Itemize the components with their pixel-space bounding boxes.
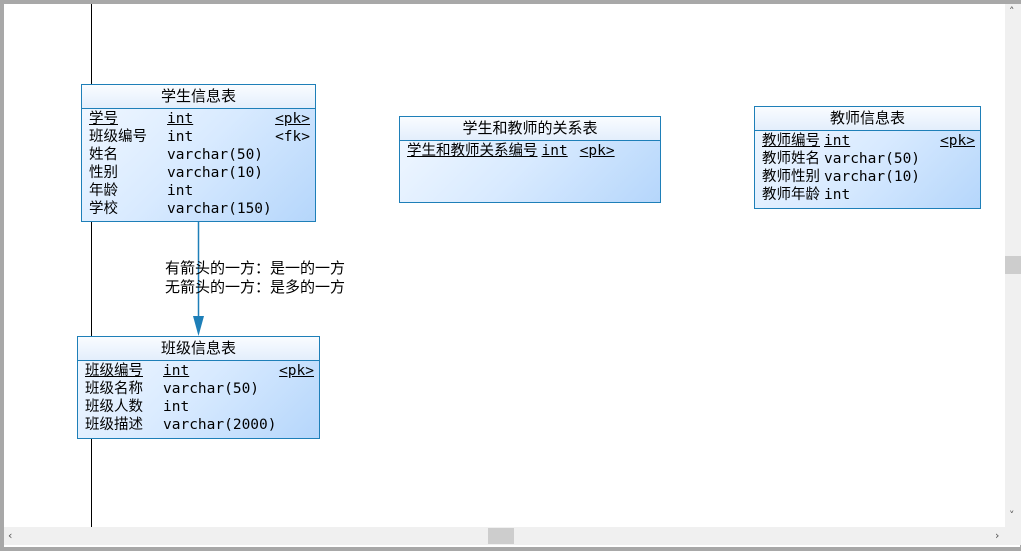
column-name: 学号 — [89, 111, 118, 127]
page-boundary-line — [91, 4, 92, 527]
scroll-right-icon[interactable]: › — [995, 529, 1000, 542]
vertical-scroll-thumb[interactable] — [1005, 256, 1021, 274]
column-row[interactable]: 班级描述 varchar(2000) — [85, 416, 314, 434]
column-row[interactable]: 班级名称 varchar(50) — [85, 380, 314, 398]
column-type: varchar(10) — [167, 165, 264, 181]
column-key — [969, 150, 975, 168]
column-type: int — [824, 187, 851, 203]
column-row[interactable]: 性别 varchar(10) — [89, 164, 310, 182]
column-type: int — [824, 133, 851, 149]
column-name: 年龄 — [89, 183, 118, 199]
column-key: <fk> — [275, 129, 310, 145]
arrowhead-icon — [193, 316, 204, 336]
column-name: 学校 — [89, 201, 118, 217]
table-title: 学生信息表 — [82, 85, 315, 109]
scroll-down-icon[interactable]: ˅ — [1009, 509, 1015, 522]
column-name: 班级名称 — [85, 381, 143, 397]
column-key — [308, 416, 314, 434]
column-name: 班级编号 — [89, 129, 147, 145]
column-row[interactable]: 学号 int <pk> — [89, 110, 310, 128]
note-arrow-side: 有箭头的一方：是一的一方 — [165, 259, 346, 277]
column-name: 性别 — [89, 165, 118, 181]
column-row[interactable]: 年龄 int — [89, 182, 310, 200]
column-key — [304, 164, 310, 182]
column-key — [308, 398, 314, 416]
column-name: 教师性别 — [762, 169, 820, 185]
column-name: 教师编号 — [762, 133, 820, 149]
note-no-arrow-side: 无箭头的一方：是多的一方 — [165, 278, 346, 296]
table-title: 学生和教师的关系表 — [400, 117, 660, 141]
scroll-up-icon[interactable]: ˄ — [1009, 5, 1015, 18]
table-title: 教师信息表 — [755, 107, 980, 131]
column-key — [304, 182, 310, 200]
column-key — [308, 380, 314, 398]
column-row[interactable]: 班级编号 int <fk> — [89, 128, 310, 146]
column-key: <pk> — [275, 111, 310, 127]
scrollbar-corner — [1005, 527, 1021, 545]
table-title: 班级信息表 — [78, 337, 319, 361]
column-type: int — [167, 111, 194, 127]
column-key — [969, 168, 975, 186]
scroll-left-icon[interactable]: ‹ — [8, 529, 13, 542]
column-type: int — [167, 183, 194, 199]
column-type: int — [163, 399, 190, 415]
column-row[interactable]: 姓名 varchar(50) — [89, 146, 310, 164]
column-key — [304, 146, 310, 164]
column-name: 班级编号 — [85, 363, 143, 379]
column-name: 教师姓名 — [762, 151, 820, 167]
column-type: varchar(10) — [824, 169, 921, 185]
column-type: varchar(50) — [163, 381, 260, 397]
column-row[interactable]: 学校 varchar(150) — [89, 200, 310, 218]
column-key: <pk> — [940, 133, 975, 149]
column-name: 班级描述 — [85, 417, 143, 433]
column-type: varchar(150) — [167, 201, 272, 217]
column-name: 学生和教师关系编号 — [407, 143, 538, 159]
column-type: int — [167, 129, 194, 145]
column-type: varchar(50) — [167, 147, 264, 163]
column-key: <pk> — [279, 363, 314, 379]
column-name: 班级人数 — [85, 399, 143, 415]
column-key — [304, 200, 310, 218]
column-row[interactable]: 班级编号 int <pk> — [85, 362, 314, 380]
column-key — [969, 186, 975, 204]
column-type: varchar(2000) — [163, 417, 277, 433]
horizontal-scroll-thumb[interactable] — [488, 528, 514, 544]
column-key: <pk> — [579, 143, 615, 159]
column-type: varchar(50) — [824, 151, 921, 167]
column-name: 姓名 — [89, 147, 118, 163]
column-type: int — [163, 363, 190, 379]
column-type: int — [541, 143, 568, 159]
column-row[interactable]: 班级人数 int — [85, 398, 314, 416]
column-name: 教师年龄 — [762, 187, 820, 203]
